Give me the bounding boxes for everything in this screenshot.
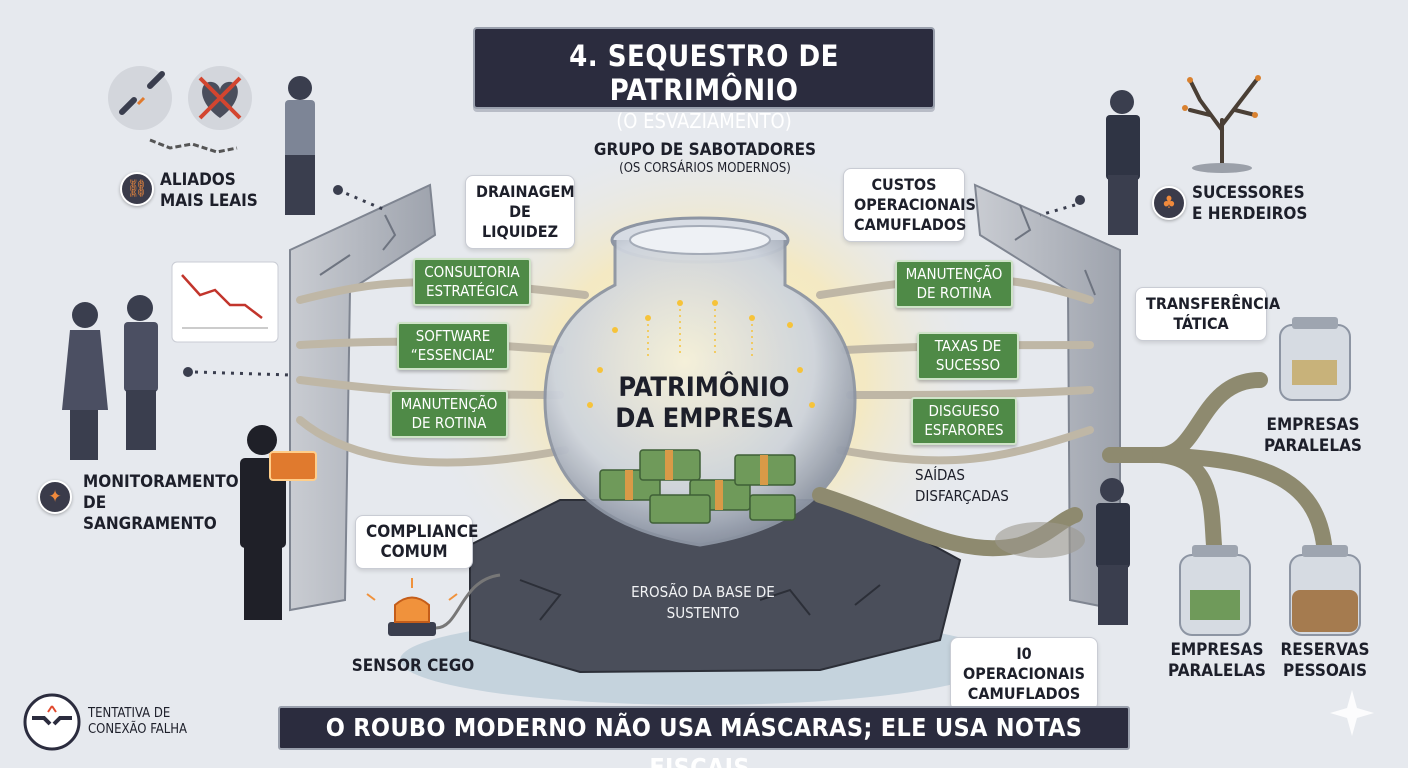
tagline-banner: O ROUBO MODERNO NÃO USA MÁSCARAS; ELE US… — [278, 706, 1130, 768]
pipe-label-left-2: SOFTWARE “ESSENCIAL” — [397, 322, 509, 370]
tree-badge-icon: ♣ — [1152, 186, 1186, 220]
label-erosao: EROSÃO DA BASE DE SUSTENTO — [631, 583, 775, 622]
group-sub: (OS CORSÁRIOS MODERNOS) — [619, 161, 791, 176]
transfer-pipe — [1102, 372, 1333, 563]
label-monitoramento: MONITORAMENTO DE SANGRAMENTO — [83, 472, 239, 534]
right-wall — [973, 183, 1121, 612]
dead-tree-icon — [1182, 75, 1261, 173]
group-main: GRUPO DE SABOTADORES — [593, 140, 817, 160]
eroded-base — [400, 499, 1000, 705]
page-title: 4. SEQUESTRO DE PATRIMÔNIO — [569, 39, 839, 107]
bubble-custos: CUSTOS OPERACIONAIS CAMUFLADOS — [843, 168, 976, 242]
jar-empresas-top — [1279, 317, 1351, 401]
alarm-light-icon — [366, 573, 501, 636]
label-reservas: RESERVAS PESSOAIS — [1280, 640, 1370, 681]
broken-heart-icon — [188, 66, 252, 130]
blood-badge-icon: ✦ — [38, 480, 72, 514]
label-sensor: SENSOR CEGO — [351, 656, 475, 676]
bubble-bottom-right: I0 OPERACIONAIS CAMUFLADOS — [950, 637, 1098, 711]
pipe-label-right-2: TAXAS DE SUCESSO — [917, 332, 1019, 380]
pipe-label-right-1: MANUTENÇÃO DE ROTINA — [895, 260, 1013, 308]
label-empresas-bottom: EMPRESAS PARALELAS — [1168, 640, 1266, 681]
bubble-compliance: COMPLIANCE COMUM — [355, 515, 478, 569]
pipe-label-left-3: MANUTENÇÃO DE ROTINA — [390, 390, 508, 438]
treasure-jar — [543, 216, 857, 547]
group-title: GRUPO DE SABOTADORES (OS CORSÁRIOS MODER… — [590, 140, 820, 177]
label-aliados: ALIADOS MAIS LEAIS — [160, 170, 258, 211]
jar-empresas-bottom — [1179, 545, 1251, 636]
bubble-drainagem: DRAINAGEM DE LIQUIDEZ — [465, 175, 575, 249]
label-sucessores: SUCESSORES E HERDEIROS — [1192, 183, 1308, 224]
chain-badge-icon: ⛓ — [120, 172, 154, 206]
center-line2: DA EMPRESA — [615, 403, 793, 434]
center-label: PATRIMÔNIO DA EMPRESA — [598, 372, 810, 434]
bubble-transferencia: TRANSFERÊNCIA TÁTICA — [1135, 287, 1280, 341]
label-saidas: SAÍDAS DISFARÇADAS — [915, 466, 1009, 505]
jar-reservas — [1289, 545, 1361, 636]
handshake-icon — [23, 693, 81, 751]
label-tentativa: TENTATIVA DE CONEXÃO FALHA — [88, 706, 188, 737]
pipe-label-right-3: DISGUESO ESFARORES — [911, 397, 1017, 445]
label-empresas-top: EMPRESAS PARALELAS — [1264, 415, 1362, 456]
page-subtitle: (O ESVAZIAMENTO) — [616, 109, 792, 133]
pipe-label-left-1: CONSULTORIA ESTRATÉGICA — [413, 258, 531, 306]
center-line1: PATRIMÔNIO — [618, 372, 790, 403]
broken-chain-icon — [108, 66, 172, 130]
people — [62, 76, 1140, 625]
falling-chart-icon — [171, 261, 279, 343]
title-banner: 4. SEQUESTRO DE PATRIMÔNIO (O ESVAZIAMEN… — [473, 27, 935, 133]
